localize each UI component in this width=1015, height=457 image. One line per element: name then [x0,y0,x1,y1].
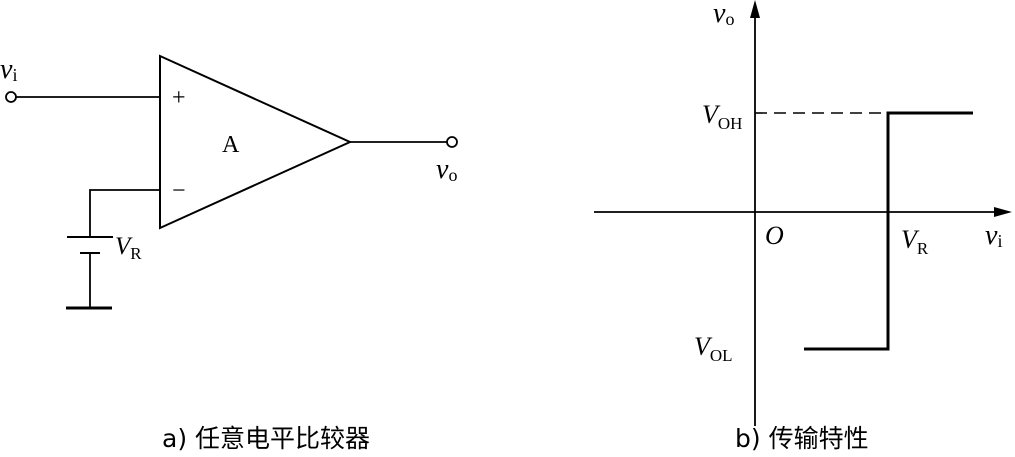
y-axis-label: vo [713,0,734,29]
input-terminal [5,91,17,103]
threshold-label: VR [901,225,929,258]
reference-wire [89,189,160,237]
comparator-circuit: + − A vi vo VR a) 任意电平比较器 [0,54,458,453]
voh-label: VOH [702,100,742,133]
origin-label: O [765,221,784,250]
x-axis-arrow [994,207,1012,217]
reference-label: VR [115,233,142,263]
plus-sign: + [172,85,186,111]
caption-a: a) 任意电平比较器 [162,424,370,453]
transfer-characteristic: vo vi O VOH VOL VR b) 传输特性 [594,0,1012,453]
output-label: vo [436,154,457,185]
transfer-curve [804,111,973,351]
minus-sign: − [172,178,186,204]
output-terminal [446,136,458,148]
vol-label: VOL [694,332,733,365]
input-label: vi [0,54,17,85]
x-axis-label: vi [985,220,1002,251]
opamp-label: A [222,132,240,158]
y-axis-arrow [750,0,760,18]
opamp-triangle [159,54,353,230]
caption-b: b) 传输特性 [735,424,869,453]
